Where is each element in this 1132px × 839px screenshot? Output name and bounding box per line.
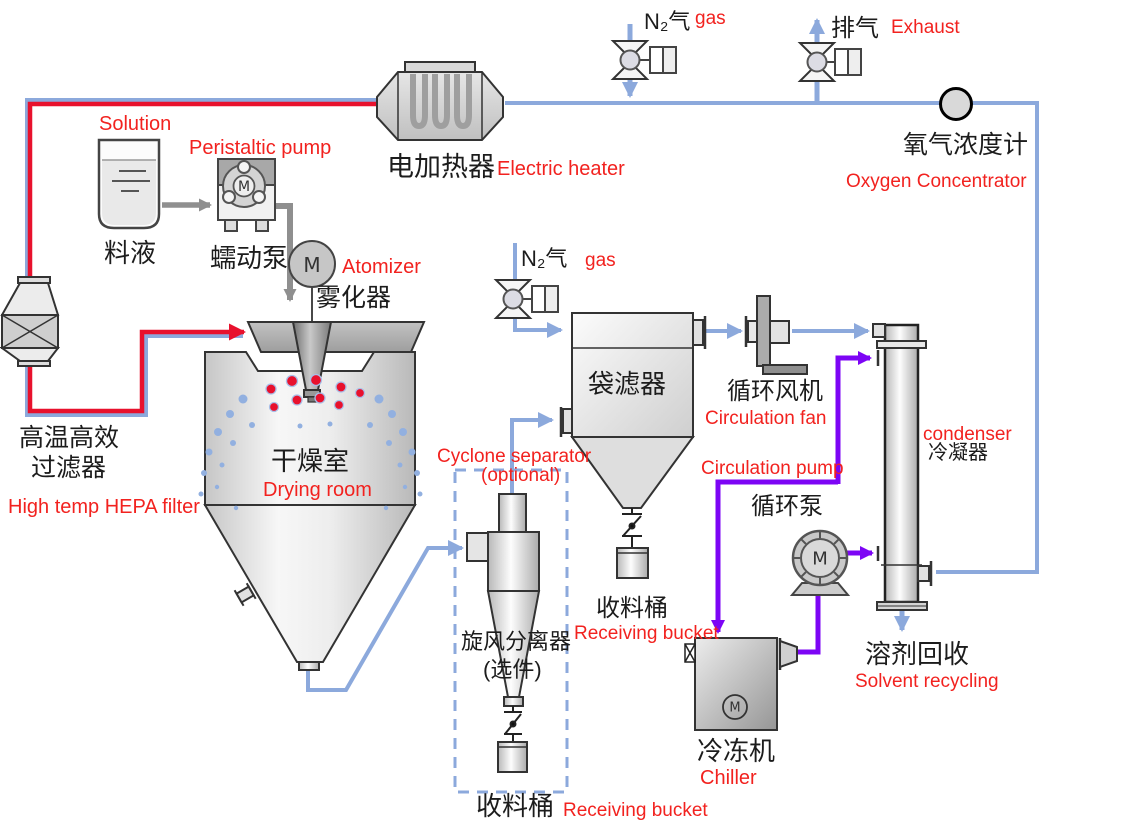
label-n2-mid-en: gas bbox=[585, 250, 616, 271]
label-solution-en: Solution bbox=[99, 113, 172, 135]
label-bucket-bag-zh: 收料桶 bbox=[596, 595, 668, 622]
circulation-fan-icon bbox=[744, 295, 808, 375]
pump-motor-label: M bbox=[238, 179, 250, 195]
pipe-hot-air bbox=[27, 101, 377, 414]
label-exhaust-zh: 排气 bbox=[831, 15, 879, 42]
condenser-icon bbox=[872, 323, 933, 611]
label-condenser-zh: 冷凝器 bbox=[928, 442, 988, 464]
label-peristaltic-pump-en: Peristaltic pump bbox=[189, 137, 332, 159]
pipe-coolant-loop bbox=[711, 351, 874, 655]
chamber-side-nozzle-icon bbox=[233, 582, 257, 607]
label-chiller-zh: 冷冻机 bbox=[697, 736, 776, 766]
label-solution-zh: 料液 bbox=[104, 238, 157, 268]
label-n2-top-zh: N₂气 bbox=[644, 9, 691, 34]
bag-filter-icon bbox=[559, 312, 707, 579]
label-atomizer-en: Atomizer bbox=[342, 256, 421, 278]
label-circulation-fan-zh: 循环风机 bbox=[727, 378, 823, 405]
label-cyclone-en-line2: (optional) bbox=[481, 465, 561, 486]
circulation-pump-motor-label: M bbox=[812, 549, 828, 570]
label-drying-room-en: Drying room bbox=[263, 479, 372, 501]
label-atomizer-zh: 雾化器 bbox=[316, 284, 392, 312]
label-n2-top-en: gas bbox=[695, 8, 726, 29]
electric-heater-icon bbox=[376, 61, 504, 141]
oxygen-sensor-icon bbox=[939, 87, 973, 121]
circulation-pump-icon: M bbox=[789, 529, 851, 596]
cyclone-separator-icon bbox=[466, 493, 541, 773]
pipe-main-gas-loop bbox=[25, 18, 1039, 692]
exhaust-valve-icon bbox=[797, 42, 862, 82]
label-exhaust-en: Exhaust bbox=[891, 17, 960, 38]
label-circulation-pump-zh: 循环泵 bbox=[751, 493, 823, 520]
label-oxygen-meter-en: Oxygen Concentrator bbox=[846, 171, 1027, 192]
label-solvent-zh: 溶剂回收 bbox=[865, 639, 970, 669]
label-electric-heater-en: Electric heater bbox=[497, 158, 625, 180]
atomizer-motor-label: M bbox=[303, 253, 320, 277]
label-hepa-en: High temp HEPA filter bbox=[8, 496, 200, 518]
spray-droplets bbox=[198, 373, 423, 511]
label-bucket-cyclone-en: Receiving bucket bbox=[563, 800, 708, 821]
label-bucket-cyclone-zh: 收料桶 bbox=[476, 791, 555, 821]
solution-beaker-icon bbox=[97, 138, 161, 230]
label-n2-mid-zh: N₂气 bbox=[521, 246, 568, 271]
n2-mid-valve-icon bbox=[493, 279, 559, 319]
peristaltic-pump-icon: M bbox=[217, 158, 276, 232]
label-peristaltic-pump-zh: 蠕动泵 bbox=[210, 243, 289, 273]
drying-chamber bbox=[198, 321, 426, 671]
cyclone-optional-box bbox=[453, 468, 569, 794]
label-electric-heater-zh: 电加热器 bbox=[387, 152, 495, 182]
label-bucket-bag-en: Receiving bucket bbox=[574, 623, 719, 644]
atomizer-motor-icon: M bbox=[288, 240, 336, 324]
label-condenser-en: condenser bbox=[923, 424, 1012, 445]
label-drying-room-zh: 干燥室 bbox=[271, 446, 350, 476]
chiller-side-valve-icon bbox=[684, 643, 696, 663]
bag-filter-discharge-valve-icon bbox=[622, 508, 642, 548]
label-oxygen-meter-zh: 氧气浓度计 bbox=[903, 131, 1029, 159]
label-solvent-en: Solvent recycling bbox=[855, 671, 999, 692]
n2-top-valve-icon bbox=[610, 40, 677, 80]
label-circulation-pump-en: Circulation pump bbox=[701, 458, 844, 479]
label-hepa-zh-line2: 过滤器 bbox=[31, 454, 107, 482]
chiller-icon: M bbox=[684, 637, 798, 731]
chiller-motor-label: M bbox=[729, 701, 740, 716]
label-cyclone-en-line1: Cyclone separator bbox=[437, 446, 592, 467]
hepa-filter-icon bbox=[0, 276, 61, 367]
label-chiller-en: Chiller bbox=[700, 767, 757, 789]
label-cyclone-zh-line2: (选件) bbox=[483, 657, 542, 682]
label-hepa-zh-line1: 高温高效 bbox=[19, 424, 120, 452]
label-circulation-fan-en: Circulation fan bbox=[705, 408, 827, 429]
cyclone-discharge-valve-icon bbox=[504, 706, 522, 742]
label-cyclone-zh-line1: 旋风分离器 bbox=[461, 629, 572, 654]
label-bag-filter-zh: 袋滤器 bbox=[588, 369, 667, 399]
